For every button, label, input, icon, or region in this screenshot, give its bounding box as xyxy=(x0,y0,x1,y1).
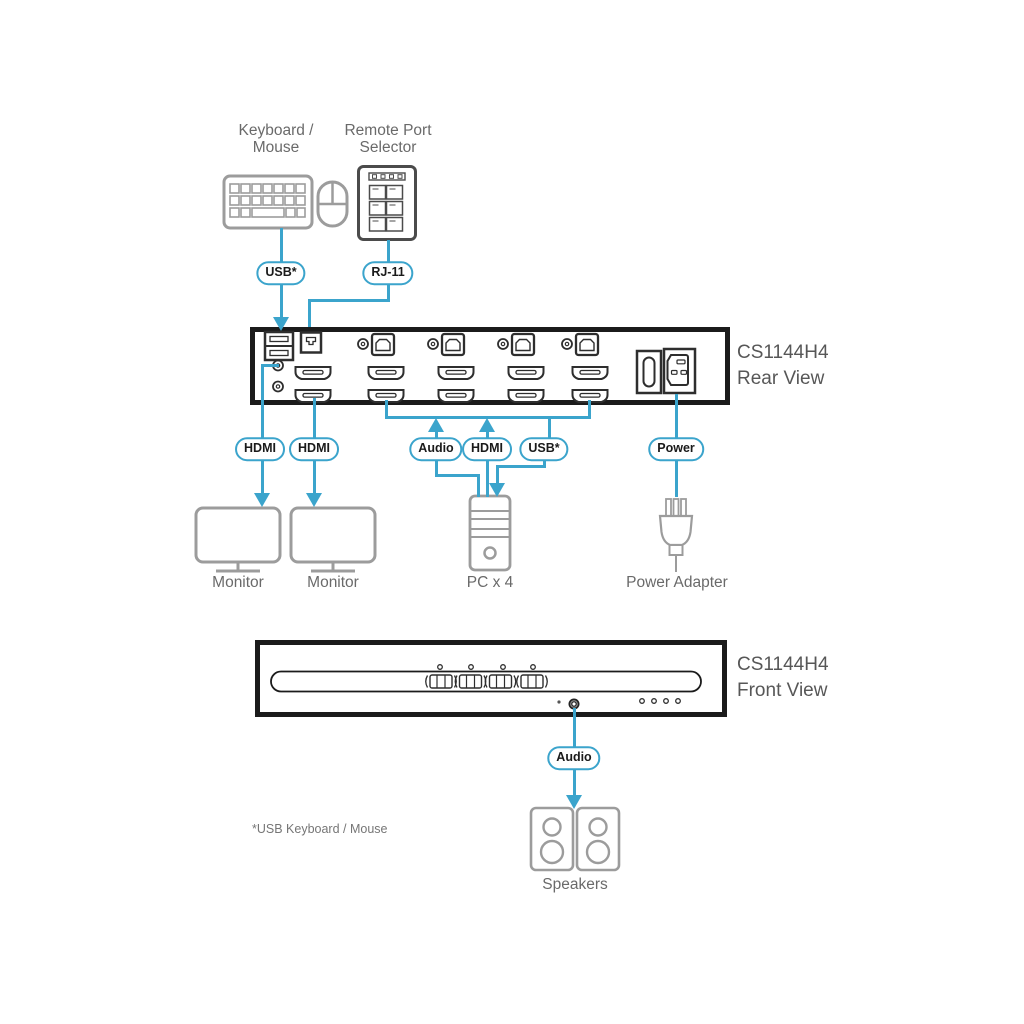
power-inlet-icon xyxy=(662,347,697,395)
monitor-icon xyxy=(194,506,282,573)
cable-pc-hdmi xyxy=(485,430,489,438)
cable-pc-audio xyxy=(434,430,438,438)
audio-jack-icon xyxy=(427,338,439,350)
cable-label-audio: Audio xyxy=(409,437,463,461)
cable-hdmi-out-2 xyxy=(312,460,316,494)
status-led-icon xyxy=(663,698,669,704)
pc-cables-bracket xyxy=(384,416,591,419)
usb-footnote: *USB Keyboard / Mouse xyxy=(252,822,388,836)
cable-selector-rj11 xyxy=(386,284,390,301)
arrow-down-icon xyxy=(254,493,270,507)
usb-b-port-icon xyxy=(370,332,396,357)
hdmi-port-icon xyxy=(367,366,405,380)
front-audio-jack-icon xyxy=(568,698,580,710)
console-usb-ports-icon xyxy=(263,330,295,362)
arrow-down-icon xyxy=(566,795,582,809)
port-led-icon xyxy=(500,664,506,670)
front-panel xyxy=(255,640,727,717)
keyboard-mouse-icon xyxy=(222,174,349,230)
hdmi-port-icon xyxy=(437,389,475,403)
cable-label-hdmi: HDMI xyxy=(289,437,339,461)
console-jack-icon xyxy=(272,380,284,393)
front-dot xyxy=(557,700,561,704)
arrow-down-icon xyxy=(273,317,289,331)
cable-keyboard-usb xyxy=(279,228,283,262)
cable-hdmi-out-1 xyxy=(260,460,264,494)
keyboard-mouse-caption: Keyboard / Mouse xyxy=(238,122,314,156)
cable-pc-usb xyxy=(495,465,546,468)
monitor-2-caption: Monitor xyxy=(307,574,359,591)
rear-panel xyxy=(250,327,730,405)
cable-label-audio: Audio xyxy=(547,746,601,770)
speakers-caption: Speakers xyxy=(542,876,608,893)
port-led-icon xyxy=(468,664,474,670)
cable-pc-audio xyxy=(434,474,480,477)
hdmi-port-icon xyxy=(507,366,545,380)
pc-caption: PC x 4 xyxy=(466,574,514,591)
port-led-icon xyxy=(437,664,443,670)
hdmi-port-icon xyxy=(294,366,332,380)
cable-hdmi-out-1 xyxy=(260,364,279,367)
cable-selector-rj11 xyxy=(307,299,390,302)
cable-label-hdmi: HDMI xyxy=(235,437,285,461)
arrow-up-icon xyxy=(428,418,444,432)
cable-front-audio xyxy=(572,769,576,796)
usb-b-port-icon xyxy=(510,332,536,357)
usb-b-port-icon xyxy=(440,332,466,357)
port-led-icon xyxy=(530,664,536,670)
pc-tower-icon xyxy=(468,494,512,572)
cable-label-rj11: RJ-11 xyxy=(362,261,414,285)
power-switch-icon xyxy=(635,349,663,395)
rj11-port-icon xyxy=(299,331,323,354)
cable-selector-rj11 xyxy=(307,299,311,327)
monitor-icon xyxy=(289,506,377,573)
cable-pc-hdmi xyxy=(485,460,489,497)
speakers-icon xyxy=(529,806,621,872)
arrow-down-icon xyxy=(489,483,505,497)
monitor-1-caption: Monitor xyxy=(212,574,264,591)
hdmi-port-icon xyxy=(507,389,545,403)
remote-port-selector-icon xyxy=(357,165,417,241)
pc-cables-bracket xyxy=(587,400,591,419)
pc-cables-bracket xyxy=(384,400,388,419)
power-adapter-caption: Power Adapter xyxy=(626,574,728,591)
cable-pc-audio xyxy=(476,474,480,497)
cable-pc-audio xyxy=(434,460,438,477)
hdmi-port-icon xyxy=(437,366,475,380)
usb-b-port-icon xyxy=(574,332,600,357)
rear-view-title: CS1144H4 Rear View xyxy=(737,342,829,389)
cable-pc-usb xyxy=(542,460,546,468)
cable-power xyxy=(674,460,678,497)
cable-hdmi-out-1 xyxy=(260,364,264,438)
audio-jack-icon xyxy=(357,338,369,350)
cable-label-power: Power xyxy=(648,437,704,461)
audio-jack-icon xyxy=(497,338,509,350)
cable-keyboard-usb xyxy=(279,284,283,318)
cable-label-usb: USB* xyxy=(519,437,569,461)
status-led-icon xyxy=(675,698,681,704)
arrow-up-icon xyxy=(479,418,495,432)
power-plug-icon xyxy=(658,498,694,572)
cable-pc-usb xyxy=(495,465,499,483)
cable-selector-rj11 xyxy=(386,240,390,262)
status-led-icon xyxy=(639,698,645,704)
front-view-title: CS1144H4 Front View xyxy=(737,654,829,701)
cable-front-audio xyxy=(572,708,576,747)
arrow-down-icon xyxy=(306,493,322,507)
cable-pc-usb xyxy=(547,417,551,438)
cable-power xyxy=(674,394,678,438)
remote-selector-caption: Remote Port Selector xyxy=(344,122,432,156)
audio-jack-icon xyxy=(561,338,573,350)
cable-label-hdmi: HDMI xyxy=(462,437,512,461)
hdmi-port-icon xyxy=(571,366,609,380)
cable-label-usb: USB* xyxy=(256,261,306,285)
cable-hdmi-out-2 xyxy=(312,398,316,438)
status-led-icon xyxy=(651,698,657,704)
